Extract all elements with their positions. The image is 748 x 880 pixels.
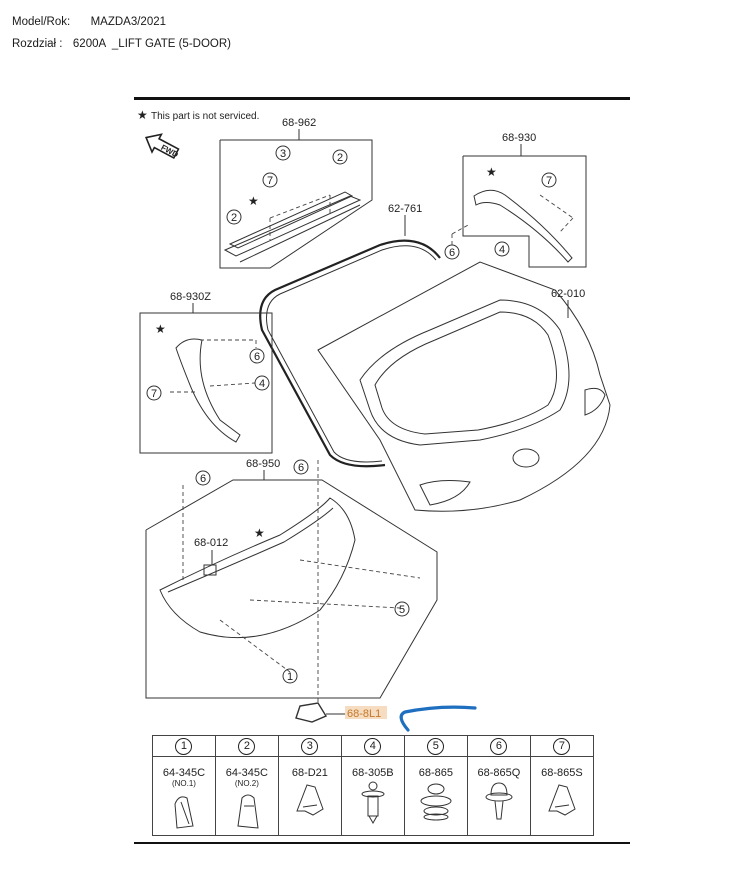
- fwd-label: FWD: [159, 143, 180, 160]
- star-icon: ★: [486, 165, 497, 179]
- svg-text:7: 7: [151, 388, 157, 400]
- fastener-cell[interactable]: 68-865Q: [466, 756, 531, 836]
- clip-icon: [153, 790, 215, 830]
- svg-text:6: 6: [298, 462, 304, 474]
- svg-text:7: 7: [267, 175, 273, 187]
- fastener-cell[interactable]: 68-D21: [277, 756, 342, 836]
- legend-note: This part is not serviced.: [151, 111, 259, 122]
- star-icon: ★: [254, 526, 265, 540]
- star-icon: ★: [248, 194, 259, 208]
- grommet-icon: [405, 781, 467, 821]
- callout-62-761: 62-761: [388, 203, 422, 215]
- ref-number: 7: [553, 737, 571, 755]
- star-icon: ★: [137, 108, 148, 122]
- callout-68-930Z: 68-930Z: [170, 291, 211, 303]
- part-group-68-930Z[interactable]: 68-930Z 6 4 7 ★: [139, 291, 273, 454]
- fastener-ref-cell: 3: [277, 735, 342, 757]
- part-group-68-930[interactable]: 68-930 7 4 ★: [462, 132, 587, 268]
- legend: ★ This part is not serviced.: [137, 108, 259, 122]
- push-rivet-icon: [342, 781, 404, 825]
- highlight-background: [345, 706, 387, 719]
- part-number: 68-305B: [352, 767, 394, 779]
- callout-68-962: 68-962: [282, 117, 316, 129]
- part-group-68-962[interactable]: 68-962 3 2 7 2 ★: [219, 117, 373, 269]
- part-number: 68-865: [418, 767, 453, 779]
- fastener-ref-cell: 1: [152, 735, 216, 757]
- callout-68-930: 68-930: [502, 132, 536, 144]
- model-value: MAZDA3/2021: [90, 16, 167, 28]
- svg-text:1: 1: [287, 671, 293, 683]
- fastener-cell[interactable]: 64-345C (NO.2): [214, 756, 279, 836]
- fasteners-table: 1 2 3 4 5 6 7 64-345C (NO.1) 64-345C (NO…: [152, 735, 595, 836]
- svg-text:2: 2: [337, 152, 343, 164]
- ref-number: 1: [175, 737, 193, 755]
- svg-text:6: 6: [254, 351, 260, 363]
- svg-text:6: 6: [200, 473, 206, 485]
- part-note: (NO.2): [234, 779, 259, 788]
- callout-62-010: 62-010: [551, 288, 585, 300]
- fastener-part-row: 64-345C (NO.1) 64-345C (NO.2) 68-D21 68-…: [152, 756, 595, 836]
- section-label: Rozdział :: [12, 38, 63, 50]
- clip-icon: [279, 781, 341, 821]
- bottom-rule: [134, 842, 630, 844]
- svg-text:5: 5: [399, 604, 405, 616]
- ref-number: 5: [427, 737, 445, 755]
- svg-text:7: 7: [546, 175, 552, 187]
- callout-68-950: 68-950: [246, 458, 280, 470]
- section-line: Rozdział : 6200A _LIFT GATE (5-DOOR): [12, 38, 231, 50]
- part-number: 64-345C: [225, 767, 268, 779]
- ref-number: 2: [238, 737, 256, 755]
- ref-number: 4: [364, 737, 382, 755]
- fastener-ref-cell: 2: [214, 735, 279, 757]
- svg-text:4: 4: [499, 244, 505, 256]
- fastener-ref-cell: 4: [340, 735, 405, 757]
- part-group-68-950[interactable]: 68-950 6 6 68-012 ★ 5 1: [145, 458, 438, 705]
- svg-text:2: 2: [231, 212, 237, 224]
- svg-text:4: 4: [259, 378, 265, 390]
- part-number: 68-865Q: [477, 767, 521, 779]
- part-liftgate[interactable]: 62-010 6: [317, 223, 611, 512]
- svg-text:6: 6: [449, 247, 455, 259]
- part-number: 68-865S: [541, 767, 583, 779]
- star-icon: ★: [155, 322, 166, 336]
- fastener-cell[interactable]: 64-345C (NO.1): [152, 756, 216, 836]
- part-weatherstrip[interactable]: 62-761: [259, 203, 441, 468]
- fastener-cell[interactable]: 68-305B: [340, 756, 405, 836]
- fastener-ref-cell: 7: [529, 735, 595, 757]
- fastener-ref-cell: 6: [466, 735, 531, 757]
- fastener-cell[interactable]: 68-865S: [529, 756, 595, 836]
- fastener-ref-row: 1 2 3 4 5 6 7: [152, 735, 595, 757]
- ref-number: 6: [490, 737, 508, 755]
- svg-text:3: 3: [280, 148, 286, 160]
- callout-68-8L1: 68-8L1: [347, 708, 381, 720]
- part-number: 68-D21: [291, 767, 328, 779]
- fwd-arrow-icon: FWD: [145, 133, 180, 160]
- clip-icon: [531, 781, 593, 821]
- annotation-arrow-icon: [399, 705, 477, 732]
- fastener-ref-cell: 5: [403, 735, 468, 757]
- clip-icon: [216, 790, 278, 830]
- part-number: 64-345C: [162, 767, 206, 779]
- part-note: (NO.1): [171, 779, 196, 788]
- callout-68-012: 68-012: [194, 537, 228, 549]
- model-line: Model/Rok: MAZDA3/2021: [12, 16, 166, 28]
- part-68-8L1[interactable]: 68-8L1: [295, 702, 387, 723]
- push-clip-icon: [468, 781, 530, 823]
- top-rule: [134, 97, 630, 100]
- section-value: 6200A _LIFT GATE (5-DOOR): [72, 38, 231, 50]
- ref-number: 3: [301, 737, 319, 755]
- fastener-cell[interactable]: 68-865: [403, 756, 468, 836]
- model-label: Model/Rok:: [12, 16, 71, 28]
